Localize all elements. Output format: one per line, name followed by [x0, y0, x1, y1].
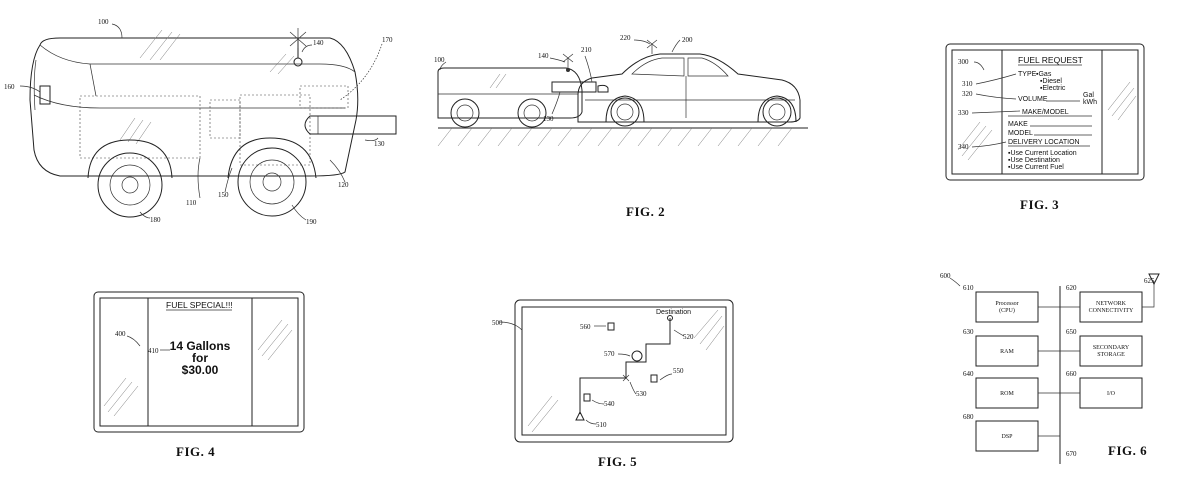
ref-180: 180 [150, 216, 161, 224]
model-label: MODEL [1008, 130, 1033, 137]
delivery-option-current-fuel[interactable]: ▪Use Current Fuel [1008, 164, 1064, 171]
fuel-request-title: FUEL REQUEST [1018, 55, 1083, 65]
fig2-caption: FIG. 2 [626, 204, 665, 219]
fig5-ref-550: 550 [673, 367, 684, 375]
fig5-ref-510: 510 [596, 421, 607, 429]
fig4-caption: FIG. 4 [176, 444, 215, 459]
type-option-gas[interactable]: ▪Gas [1036, 71, 1052, 78]
fig2-ref-130: 130 [543, 115, 554, 123]
fig2-ref-100: 100 [434, 56, 445, 64]
fig5-ref-530: 530 [636, 390, 647, 398]
fig6-ref-680: 680 [963, 413, 974, 421]
fuel-special-title: FUEL SPECIAL!!! [166, 300, 233, 310]
fig6-caption: FIG. 6 [1108, 443, 1147, 458]
cpu-block-line1: Processor [995, 301, 1018, 307]
cpu-block-line2: (CPU) [999, 307, 1015, 314]
fig6-ref-625: 625 [1144, 277, 1155, 285]
delivery-location-label: DELIVERY LOCATION [1008, 139, 1080, 146]
fig5-ref-500: 500 [492, 319, 503, 327]
fig6-ref-650: 650 [1066, 328, 1077, 336]
rom-block: ROM [1000, 391, 1014, 397]
delivery-option-current[interactable]: ▪Use Current Location [1008, 150, 1077, 157]
fig2-ref-220: 220 [620, 34, 631, 42]
fig5-ref-570: 570 [604, 350, 615, 358]
fig6-ref-610: 610 [963, 284, 974, 292]
fig6-ref-630: 630 [963, 328, 974, 336]
fig5-caption: FIG. 5 [598, 454, 637, 469]
ram-block: RAM [1000, 349, 1014, 355]
destination-label: Destination [656, 309, 691, 316]
special-for: for [192, 351, 208, 365]
fig5-ref-540: 540 [604, 400, 615, 408]
dsp-block: DSP [1001, 434, 1013, 440]
ref-150: 150 [218, 191, 229, 199]
unit-gal: Gal [1083, 92, 1094, 99]
fig1-fuel-vehicle: 100 140 170 160 130 120 110 150 180 190 [4, 18, 397, 226]
ref-120: 120 [338, 181, 349, 189]
ref-130: 130 [374, 140, 385, 148]
network-block-line1: NETWORK [1096, 301, 1127, 307]
make-model-label: MAKE/MODEL [1022, 109, 1069, 116]
type-option-diesel[interactable]: ▪Diesel [1040, 78, 1062, 85]
fig5-map-screen: Destination 500 560 520 570 550 530 540 … [492, 299, 734, 469]
fig6-ref-640: 640 [963, 370, 974, 378]
fig3-ref-310: 310 [962, 80, 973, 88]
fig2-refueling-scene: 100 140 210 220 200 130 FIG. 2 [434, 34, 808, 219]
fig2-ref-140: 140 [538, 52, 549, 60]
ref-170: 170 [382, 36, 393, 44]
make-label: MAKE [1008, 121, 1028, 128]
fig6-ref-660: 660 [1066, 370, 1077, 378]
fig3-ref-300: 300 [958, 58, 969, 66]
io-block: I/O [1107, 391, 1116, 397]
fig5-ref-520: 520 [683, 333, 694, 341]
volume-label: VOLUME [1018, 96, 1048, 103]
fig6-ref-620: 620 [1066, 284, 1077, 292]
type-option-electric[interactable]: ▪Electric [1040, 85, 1066, 92]
ref-190: 190 [306, 218, 317, 226]
network-block-line2: CONNECTIVITY [1089, 308, 1134, 314]
unit-kwh: kWh [1083, 99, 1097, 106]
ref-140: 140 [313, 39, 324, 47]
special-volume: 14 Gallons [170, 339, 231, 353]
fig4-ref-410: 410 [148, 347, 159, 355]
fig3-ref-330: 330 [958, 109, 969, 117]
special-price: $30.00 [182, 363, 219, 377]
ref-160: 160 [4, 83, 15, 91]
fig3-caption: FIG. 3 [1020, 197, 1059, 212]
storage-block-line2: STORAGE [1097, 352, 1125, 358]
ref-100: 100 [98, 18, 109, 26]
fig6-ref-600: 600 [940, 272, 951, 280]
fig3-ref-320: 320 [962, 90, 973, 98]
fig2-ref-210: 210 [581, 46, 592, 54]
fig6-ref-670: 670 [1066, 450, 1077, 458]
fig6-block-diagram: Processor (CPU) NETWORK CONNECTIVITY RAM… [940, 272, 1160, 464]
fig3-ref-340: 340 [958, 143, 969, 151]
fig4-fuel-special-screen: FUEL SPECIAL!!! 14 Gallons for $30.00 40… [93, 291, 305, 459]
fig5-ref-560: 560 [580, 323, 591, 331]
fig4-ref-400: 400 [115, 330, 126, 338]
storage-block-line1: SECONDARY [1093, 345, 1130, 351]
ref-110: 110 [186, 199, 197, 207]
fig2-ref-200: 200 [682, 36, 693, 44]
fig3-fuel-request-screen: FUEL REQUEST TYPE ▪Gas ▪Diesel ▪Electric… [945, 43, 1145, 212]
delivery-option-destination[interactable]: ▪Use Destination [1008, 157, 1060, 164]
type-label: TYPE [1018, 71, 1037, 78]
